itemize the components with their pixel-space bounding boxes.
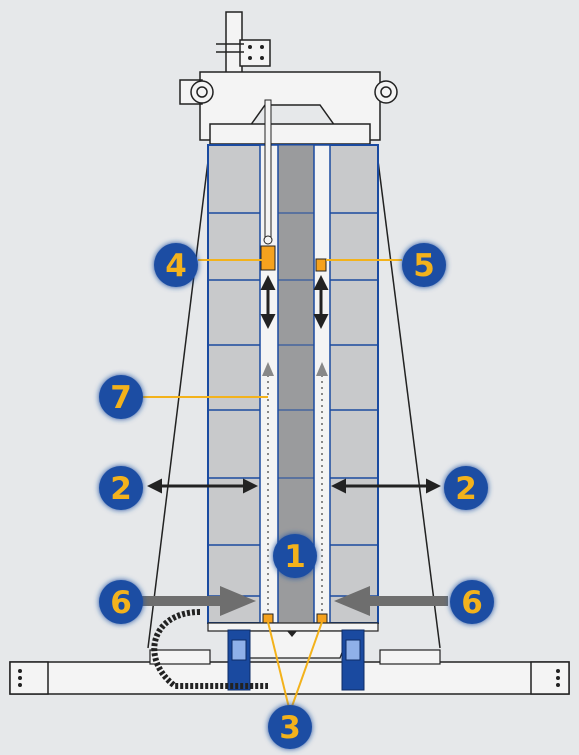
right-pivot xyxy=(374,80,398,104)
right-clamp xyxy=(341,629,365,691)
callout-label-6-left: 6 xyxy=(110,585,132,621)
arrow-up-right-icon xyxy=(316,362,328,376)
arrow-left-icon xyxy=(334,586,448,616)
arrow-right-icon xyxy=(140,586,256,616)
cable-chain xyxy=(151,609,268,689)
callout-label-7: 7 xyxy=(110,380,132,416)
callout-badge-2-right: 2 xyxy=(444,466,488,510)
leader-lines xyxy=(140,259,402,713)
sensor-5 xyxy=(315,258,327,272)
callout-label-3: 3 xyxy=(279,710,301,746)
vertical-motion-arrows xyxy=(260,275,329,329)
callout-label-2-left: 2 xyxy=(110,471,132,507)
left-pivot xyxy=(179,79,214,105)
sensor-3-left xyxy=(262,613,274,624)
callout-label-5: 5 xyxy=(413,248,435,284)
callout-badge-7: 7 xyxy=(99,375,143,419)
base-frame xyxy=(9,622,570,695)
callout-label-2-right: 2 xyxy=(455,471,477,507)
callout-badge-3: 3 xyxy=(268,705,312,749)
top-crossbeam xyxy=(179,71,398,145)
left-clamp xyxy=(227,629,251,691)
callout-label-4: 4 xyxy=(165,248,187,284)
callout-badge-6-right: 6 xyxy=(450,580,494,624)
push-arrows xyxy=(140,586,448,616)
sensor-3-right xyxy=(316,613,328,624)
callout-label-6-right: 6 xyxy=(461,585,483,621)
sensor-4 xyxy=(260,245,276,271)
callout-badge-5: 5 xyxy=(402,243,446,287)
callout-badge-1: 1 xyxy=(273,534,317,578)
callout-badge-4: 4 xyxy=(154,243,198,287)
callout-badge-2-left: 2 xyxy=(99,466,143,510)
callout-badge-6-left: 6 xyxy=(99,580,143,624)
arrow-up-left-icon xyxy=(262,362,274,376)
measuring-chains xyxy=(262,362,328,612)
callout-label-1: 1 xyxy=(284,539,306,575)
block-dividers xyxy=(208,212,378,597)
